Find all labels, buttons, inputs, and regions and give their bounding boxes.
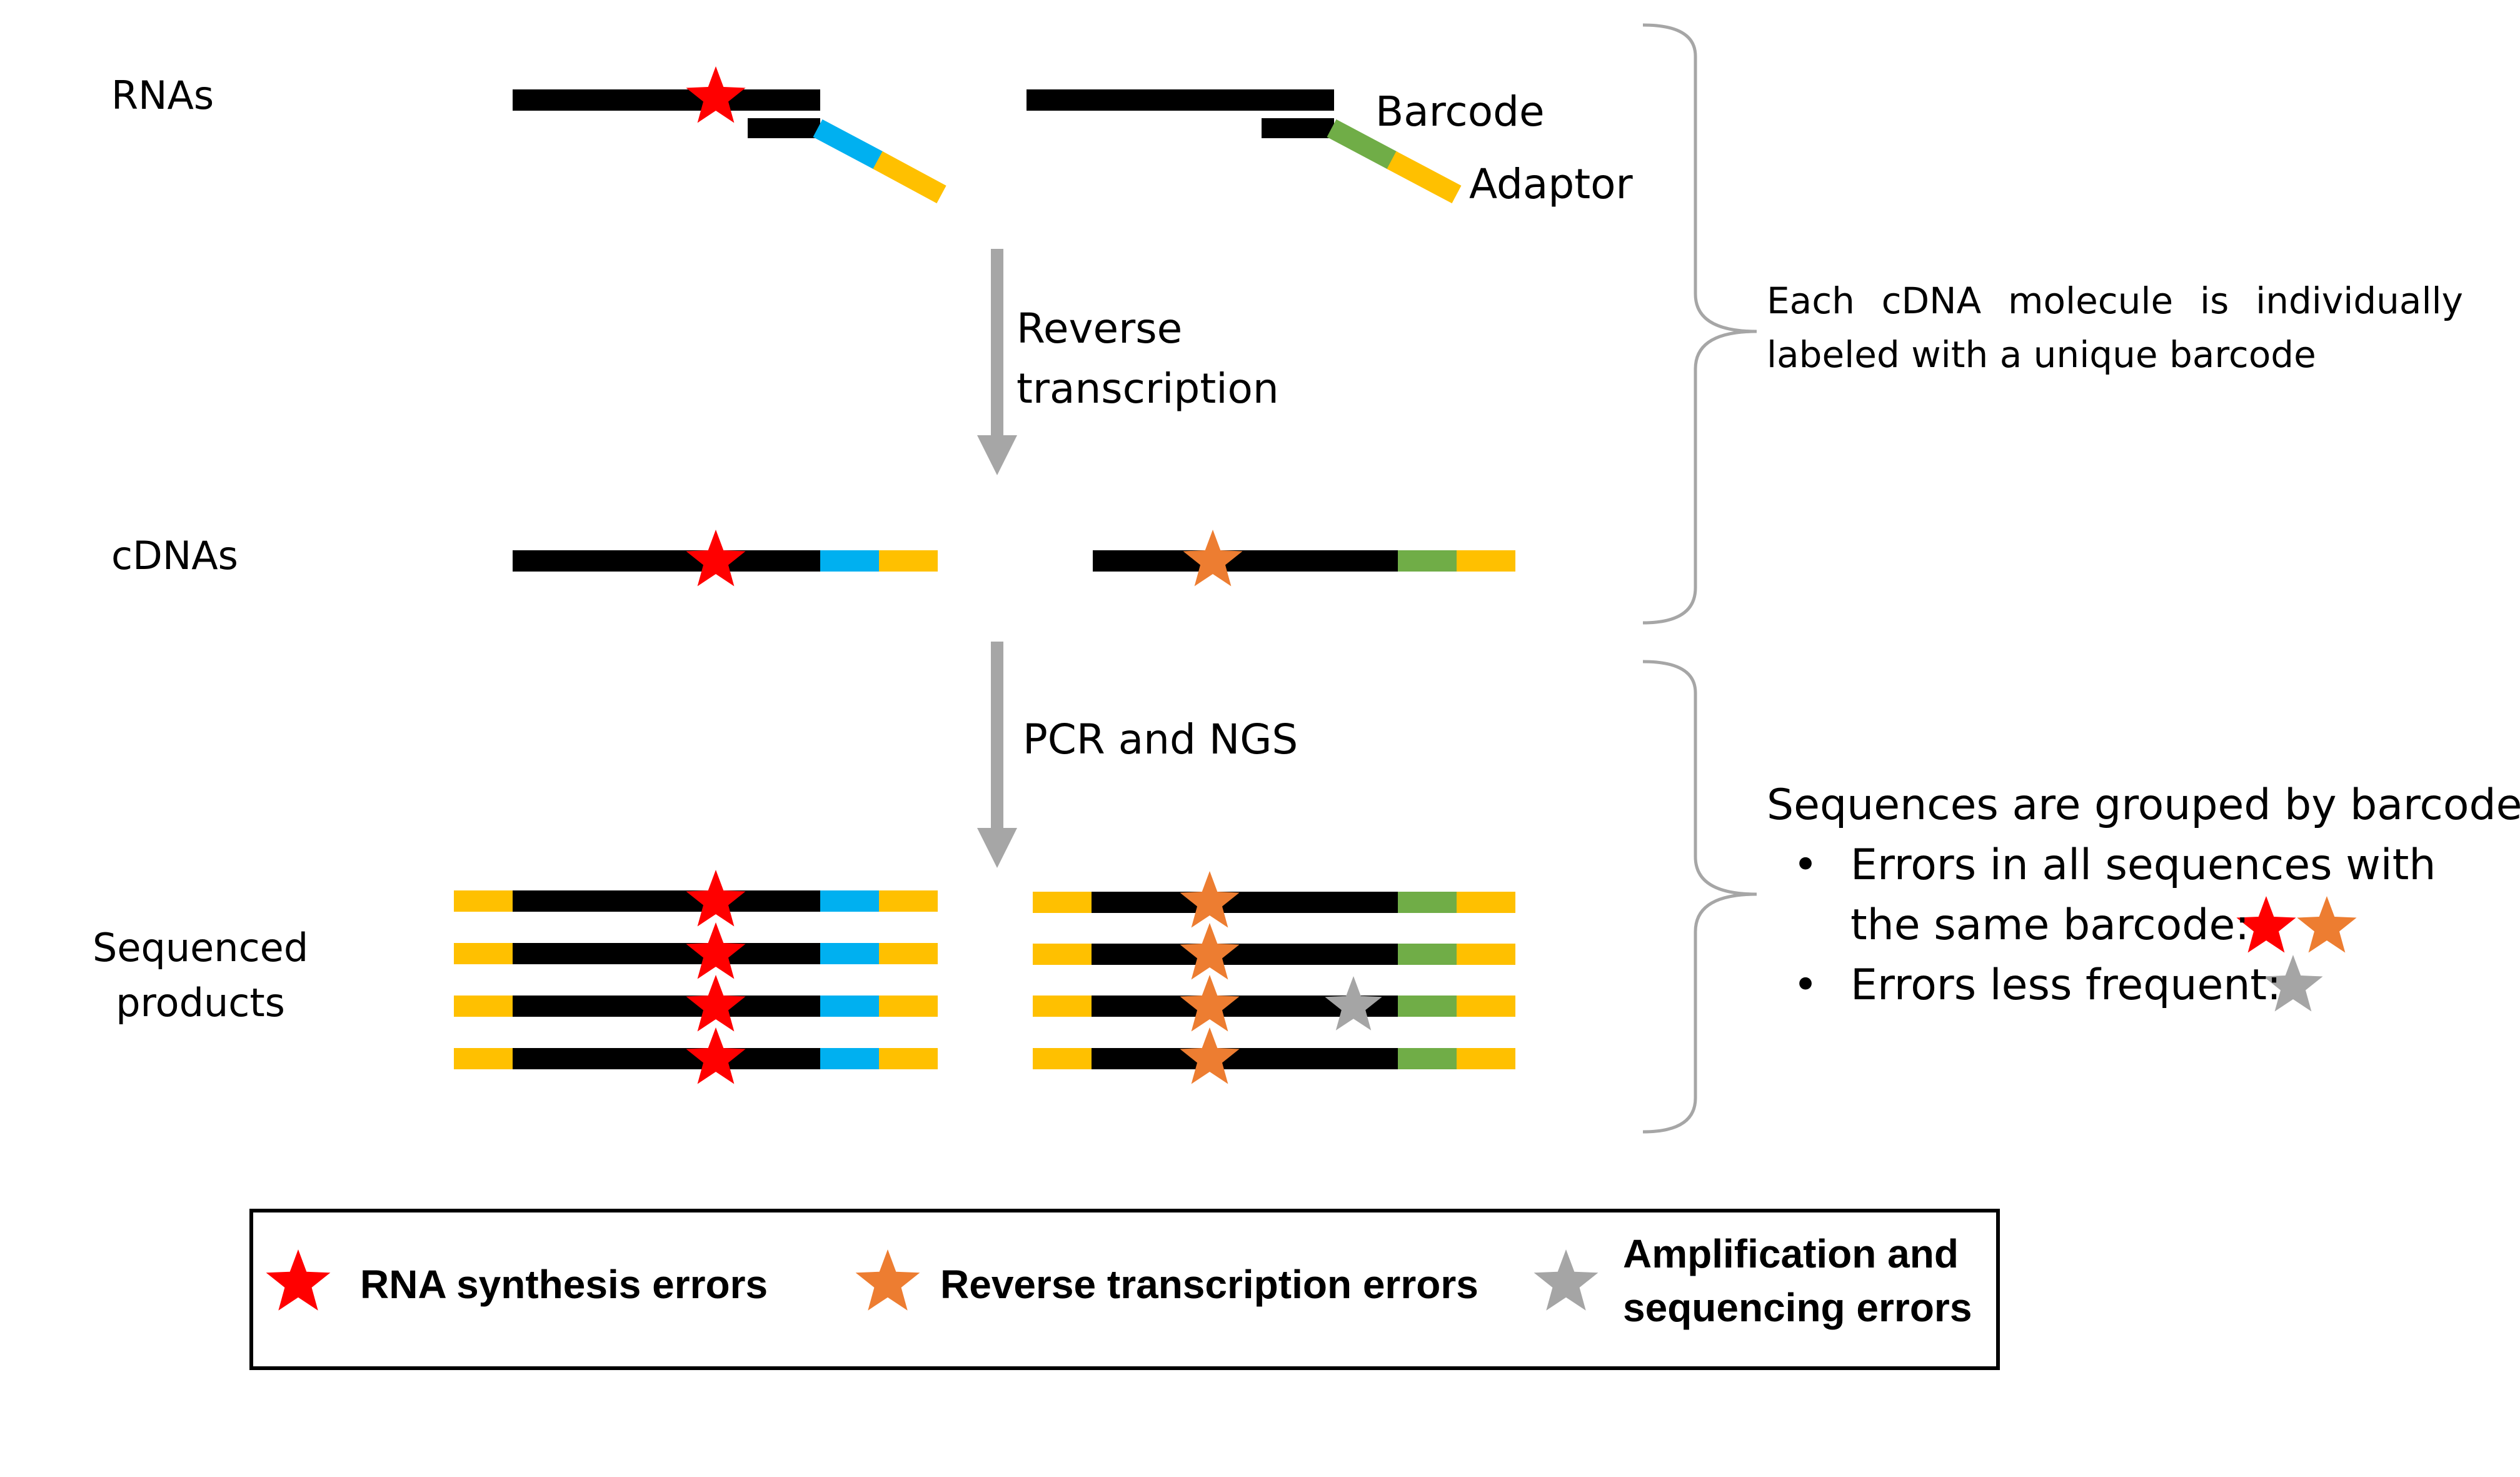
barcode-green-segment xyxy=(1398,550,1457,572)
legend-label-amplification: Amplification and sequencing errors xyxy=(1623,1227,1972,1334)
rna-strand xyxy=(1027,89,1334,111)
sequenced-read xyxy=(454,890,938,912)
step-label-pcr-ngs: PCR and NGS xyxy=(1023,715,1298,764)
note-cdna-line1: Each cDNA molecule is individually xyxy=(1767,280,2463,322)
rna-molecule-right xyxy=(1027,89,1462,204)
stage-label-rnas: RNAs xyxy=(111,73,214,118)
rna-strand xyxy=(513,89,820,111)
note-bullet2: Errors less frequent: xyxy=(1850,960,2281,1010)
stage-label-sequenced-line2: products xyxy=(116,980,285,1026)
legend-label-rna-synthesis: RNA synthesis errors xyxy=(360,1262,768,1307)
reverse-transcription-error-star xyxy=(1180,871,1240,928)
adaptor-segment xyxy=(873,151,946,204)
barcode-label: Barcode xyxy=(1375,88,1545,136)
sequencing-error-star xyxy=(1325,976,1382,1031)
legend-rna-synthesis-star xyxy=(266,1249,331,1311)
rna-synthesis-error-star xyxy=(686,922,746,979)
sequenced-read xyxy=(454,943,938,964)
reverse-transcription-error-star xyxy=(1180,975,1240,1032)
brace-bottom xyxy=(1642,660,1757,1134)
rna-synthesis-error-star xyxy=(686,870,746,927)
bullet-reverse-transcription-error-star xyxy=(2297,896,2357,953)
rna-synthesis-error-star xyxy=(686,1027,746,1084)
rna-molecule-left xyxy=(513,89,946,204)
cdna-strand xyxy=(1093,550,1398,572)
sequenced-read xyxy=(454,996,938,1017)
note-grouped-heading: Sequences are grouped by barcode: xyxy=(1767,780,2520,830)
cdna-molecule-left xyxy=(513,550,938,572)
note-cdna-labeling: Each cDNA molecule is individually label… xyxy=(1767,274,2463,381)
bullet-sequencing-error-star xyxy=(2263,955,2323,1012)
stage-label-sequenced-line1: Sequenced xyxy=(93,925,309,970)
cdna-molecule-right xyxy=(1093,550,1515,572)
legend-label-reverse-transcription: Reverse transcription errors xyxy=(940,1262,1478,1307)
adaptor-segment xyxy=(1387,151,1462,204)
legend-sequencing-star xyxy=(1534,1249,1599,1311)
note-cdna-line2: labeled with a unique barcode xyxy=(1767,333,2316,376)
rna-synthesis-error-star xyxy=(686,66,746,123)
note-bullet1-line2: the same barcode: xyxy=(1850,900,2250,950)
sequenced-read xyxy=(1033,944,1515,965)
reverse-transcription-error-star xyxy=(1180,1027,1240,1084)
legend-label-amp-line1: Amplification and xyxy=(1623,1231,1959,1276)
reverse-transcription-error-star xyxy=(1183,530,1243,587)
bullet-marker-2: • xyxy=(1793,960,1819,1010)
sequenced-read xyxy=(1033,1048,1515,1069)
rna-synthesis-error-star xyxy=(686,530,746,587)
legend-label-amp-line2: sequencing errors xyxy=(1623,1285,1972,1330)
sequenced-read xyxy=(1033,996,1515,1017)
bullet-marker-1: • xyxy=(1793,840,1819,890)
adaptor-label: Adaptor xyxy=(1469,160,1633,208)
step-label-reverse-line2: transcription xyxy=(1017,365,1279,413)
primer-strand xyxy=(748,118,820,138)
brace-top xyxy=(1642,23,1757,625)
step-label-reverse-line1: Reverse xyxy=(1017,305,1183,353)
error-stars xyxy=(266,66,2357,1311)
primer-strand xyxy=(1262,118,1334,138)
stage-label-cdnas: cDNAs xyxy=(111,533,238,578)
sequenced-reads-right xyxy=(1033,892,1515,1069)
stage-label-sequenced: Sequenced products xyxy=(93,920,308,1031)
step-label-reverse-transcription: Reverse transcription xyxy=(1017,299,1279,419)
cdna-strand xyxy=(513,550,820,572)
sequenced-reads-left xyxy=(454,890,938,1069)
barcode-blue-segment xyxy=(820,550,879,572)
sequenced-read xyxy=(454,1048,938,1069)
legend-reverse-transcription-star xyxy=(855,1249,920,1311)
rna-synthesis-error-star xyxy=(686,975,746,1032)
barcode-blue-segment xyxy=(813,119,884,170)
sequenced-read xyxy=(1033,892,1515,913)
barcode-green-segment xyxy=(1327,119,1398,170)
adaptor-segment xyxy=(879,550,938,572)
legend-box xyxy=(249,1209,2000,1370)
adaptor-segment xyxy=(1457,550,1515,572)
note-bullet1-line1: Errors in all sequences with xyxy=(1850,840,2436,890)
bullet-rna-synthesis-error-star xyxy=(2236,896,2296,953)
reverse-transcription-error-star xyxy=(1180,923,1240,980)
